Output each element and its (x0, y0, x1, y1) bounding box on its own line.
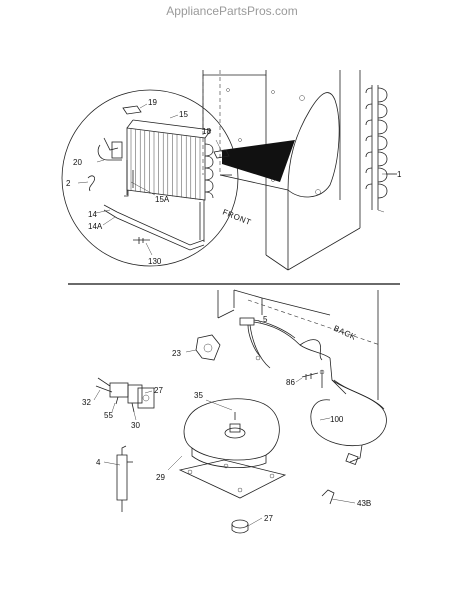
callout-14a: 14A (88, 222, 103, 231)
callout-27-relay: 27 (154, 386, 163, 395)
callout-130: 130 (148, 257, 162, 266)
callout-15a: 15A (155, 195, 170, 204)
callout-14: 14 (88, 210, 97, 219)
callout-35: 35 (194, 391, 203, 400)
callout-55: 55 (104, 411, 113, 420)
front-label: FRONT (221, 208, 252, 228)
callout-1: 1 (397, 170, 402, 179)
callout-19: 19 (148, 98, 157, 107)
cabinet-section (202, 70, 397, 271)
condenser-detail-callout: FRONT (61, 89, 395, 267)
callout-20: 20 (73, 158, 82, 167)
callout-32: 32 (82, 398, 91, 407)
compressor (178, 398, 287, 499)
watermark: AppliancePartsPros.com (166, 4, 298, 18)
callout-29: 29 (156, 473, 165, 482)
callout-23: 23 (172, 349, 181, 358)
callout-4: 4 (96, 458, 101, 467)
callout-15: 15 (179, 110, 188, 119)
callout-86: 86 (286, 378, 295, 387)
condenser-coil (126, 119, 214, 201)
compressor-section: BACK (93, 289, 387, 534)
callout-27-grommet: 27 (264, 514, 273, 523)
callout-30: 30 (131, 421, 140, 430)
callout-100: 100 (330, 415, 344, 424)
callout-2: 2 (66, 179, 71, 188)
back-label: BACK (332, 324, 358, 342)
callout-5: 5 (263, 315, 268, 324)
callout-43b: 43B (357, 499, 371, 508)
callout-18: 18 (202, 127, 211, 136)
